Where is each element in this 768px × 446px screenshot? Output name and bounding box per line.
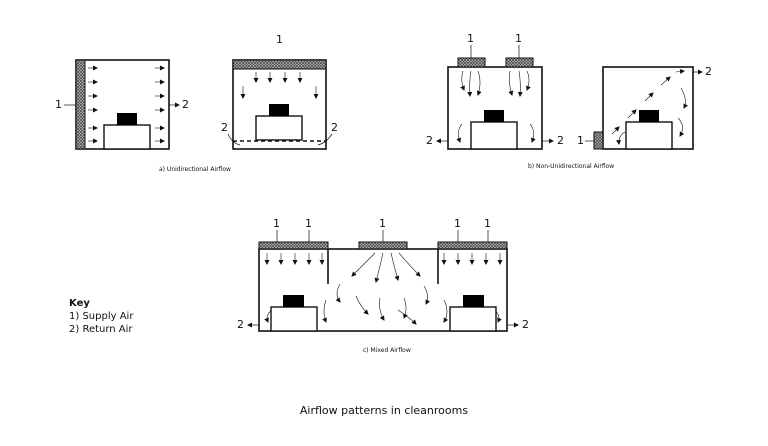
equipment-right (463, 295, 484, 307)
airflow-arrows (456, 70, 536, 143)
workbench-right (449, 306, 497, 332)
callout-lines (436, 45, 554, 144)
airflow-arrows (240, 72, 319, 99)
callout-supply-c2: 1 (305, 217, 312, 230)
supply-diffuser (505, 57, 534, 68)
callout-supply-b1-right: 1 (515, 32, 522, 45)
callout-supply-b2: 1 (577, 134, 584, 147)
callout-supply-b1-left: 1 (467, 32, 474, 45)
callout-supply-c5: 1 (484, 217, 491, 230)
diagram-b2-side-supply (585, 66, 703, 150)
diagram-a2-ceiling-supply (227, 59, 333, 150)
equipment-left (283, 295, 304, 307)
callout-supply-c3: 1 (379, 217, 386, 230)
callout-supply-c1: 1 (273, 217, 280, 230)
workbench (470, 121, 518, 150)
equipment (117, 113, 137, 125)
diagram-c-mixed (247, 230, 519, 332)
callout-supply-c4: 1 (454, 217, 461, 230)
callout-lines (247, 230, 519, 328)
key-title: Key (69, 298, 90, 309)
caption-a: a) Unidirectional Airflow (159, 166, 231, 173)
supply-diffuser (457, 57, 486, 68)
hepa-filter-right (437, 241, 508, 250)
key-item-supply: 1) Supply Air (69, 311, 134, 322)
callout-return-b1-left: 2 (426, 134, 433, 147)
workbench (625, 121, 673, 150)
airflow-arrows (88, 65, 165, 144)
callout-return-b2: 2 (705, 65, 712, 78)
airflow-arrows (611, 69, 689, 145)
equipment (269, 104, 289, 116)
workbench (103, 124, 151, 150)
key-item-return: 2) Return Air (69, 324, 133, 335)
caption-c: c) Mixed Airflow (363, 347, 411, 354)
hepa-filter-left (258, 241, 329, 250)
supply-diffuser (593, 131, 604, 150)
supply-diffuser-center (358, 241, 408, 250)
airflow-arrows (264, 252, 503, 325)
figure-title: Airflow patterns in cleanrooms (299, 404, 469, 417)
callout-return-a2-right: 2 (331, 121, 338, 134)
callout-supply-a1: 1 (55, 98, 62, 111)
diagram-b1-ceiling-diffusers (436, 45, 554, 150)
callout-lines (585, 69, 703, 142)
callout-supply-a2: 1 (276, 33, 283, 46)
workbench-left (270, 306, 318, 332)
hepa-filter (232, 59, 327, 70)
diagram-a1-side-supply (64, 59, 180, 150)
callout-return-c-right: 2 (522, 318, 529, 331)
callout-return-b1-right: 2 (557, 134, 564, 147)
callout-lines (227, 133, 333, 146)
equipment (639, 110, 659, 122)
callout-return-a1: 2 (182, 98, 189, 111)
callout-return-a2-left: 2 (221, 121, 228, 134)
hepa-filter (75, 59, 86, 150)
equipment (484, 110, 504, 122)
caption-b: b) Non-Unidirectional Airflow (528, 163, 615, 170)
workbench (255, 115, 303, 141)
callout-return-c-left: 2 (237, 318, 244, 331)
